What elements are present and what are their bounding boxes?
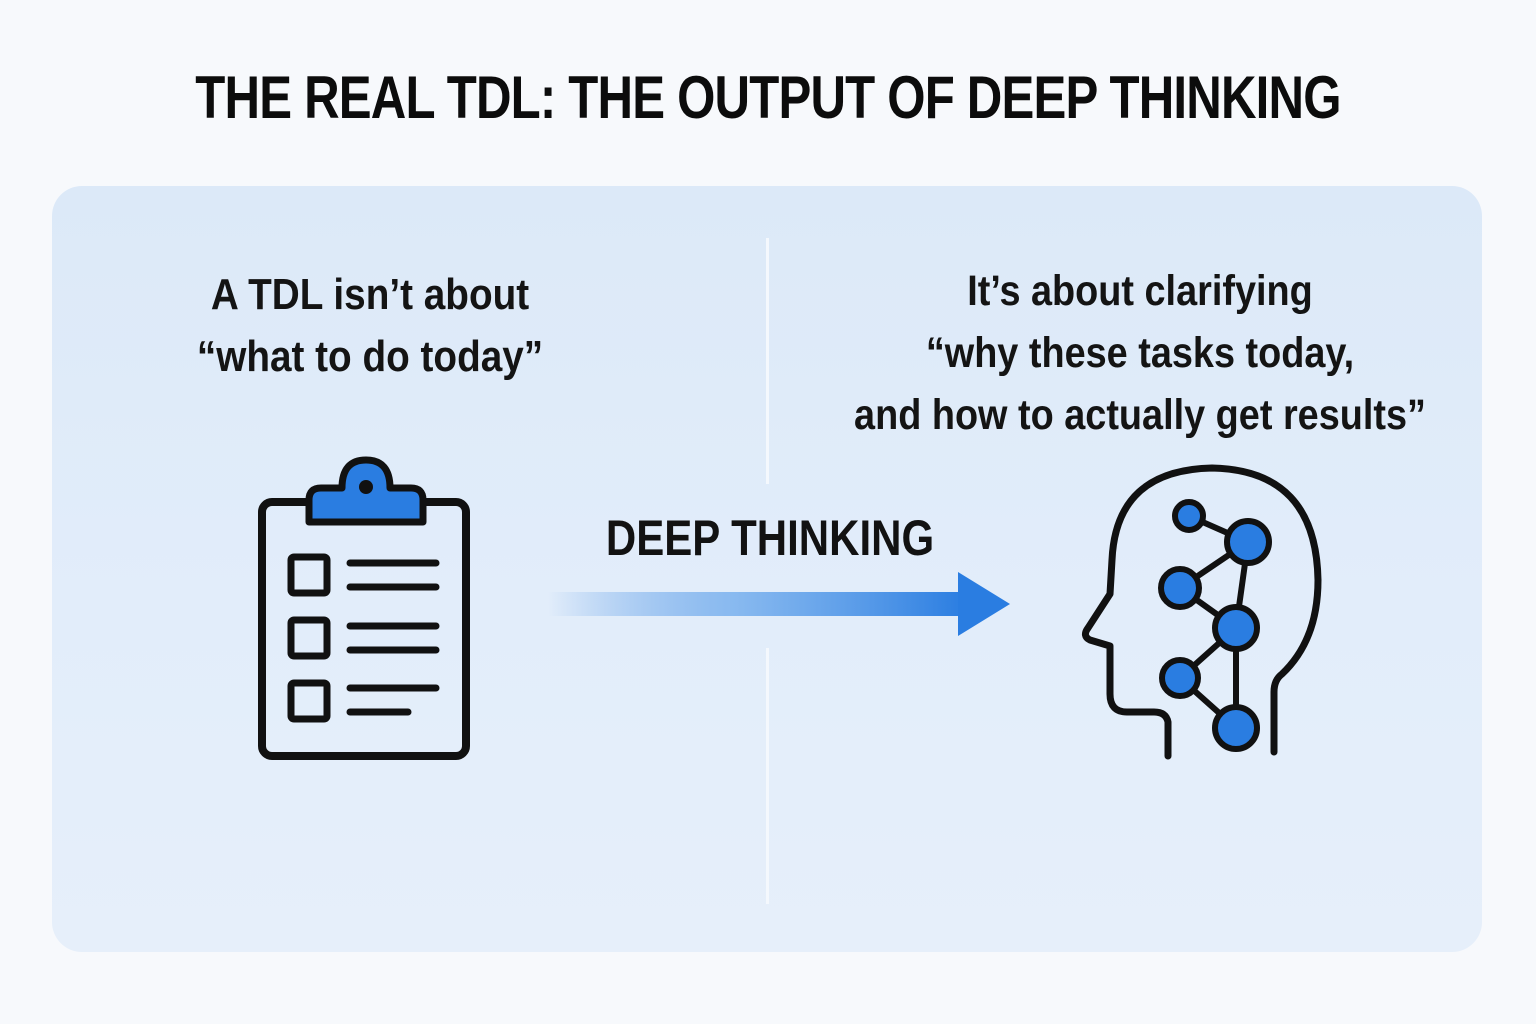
divider-bottom xyxy=(766,648,769,904)
left-caption: A TDL isn’t about “what to do today” xyxy=(150,264,590,388)
right-caption-line-1: It’s about clarifying xyxy=(967,267,1313,315)
divider-top xyxy=(766,238,769,484)
arrow-label: DEEP THINKING xyxy=(605,510,935,566)
clipboard-checklist-icon xyxy=(258,456,470,760)
arrow-right-icon xyxy=(548,572,1010,636)
right-caption-line-3: and how to actually get results” xyxy=(854,391,1426,439)
left-caption-line-2: “what to do today” xyxy=(196,332,544,381)
right-caption-line-2: “why these tasks today, xyxy=(925,329,1355,377)
page-title: THE REAL TDL: THE OUTPUT OF DEEP THINKIN… xyxy=(195,64,1341,131)
left-caption-line-1: A TDL isn’t about xyxy=(210,270,530,319)
head-network-icon xyxy=(1081,464,1322,760)
right-caption: It’s about clarifying “why these tasks t… xyxy=(850,260,1431,446)
